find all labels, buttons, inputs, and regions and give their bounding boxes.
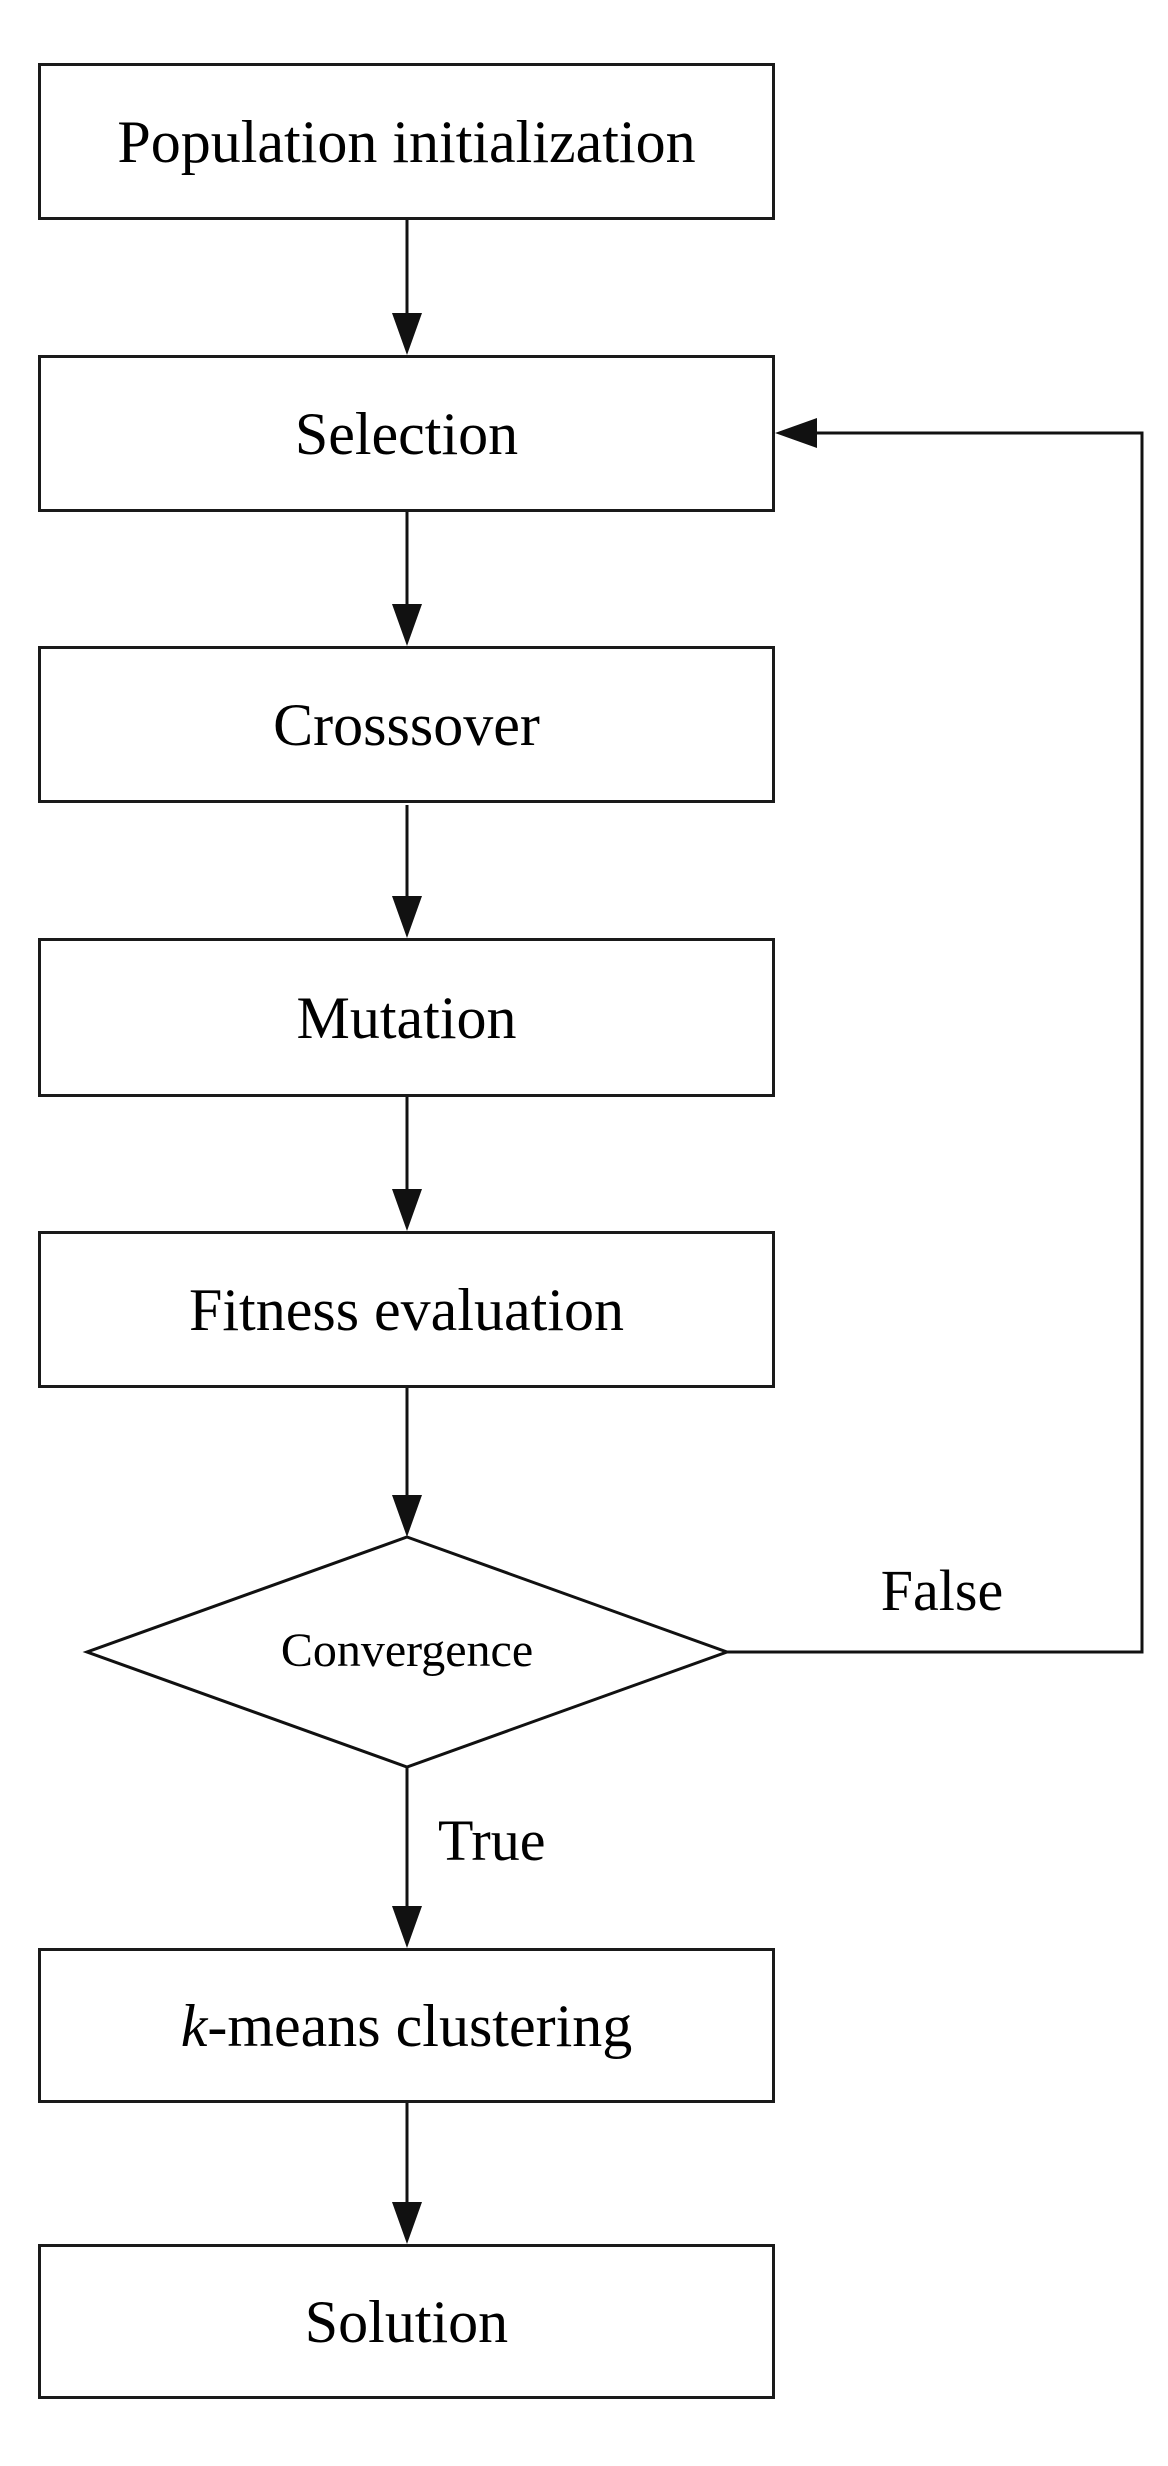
node-crossover: Crosssover: [38, 646, 775, 803]
node-mutation: Mutation: [38, 938, 775, 1097]
node-selection: Selection: [38, 355, 775, 512]
node-kmeans-clustering: k-means clustering: [38, 1948, 775, 2103]
node-label: -means clustering: [207, 1992, 633, 2059]
arrowhead-selection-crossover: [392, 604, 422, 646]
arrowhead-mutation-fitness: [392, 1189, 422, 1231]
node-label: Fitness evaluation: [189, 1276, 624, 1343]
node-label-italic-k: k: [180, 1992, 208, 2059]
true-branch-label: True: [438, 1808, 546, 1873]
false-branch-label: False: [880, 1558, 1004, 1623]
arrowhead-fitness-convergence: [392, 1495, 422, 1537]
node-convergence-label: Convergence: [280, 1624, 534, 1677]
arrowhead-population-selection: [392, 313, 422, 355]
node-label: Population initialization: [117, 108, 696, 175]
node-population-initialization: Population initialization: [38, 63, 775, 220]
arrowhead-false-selection: [775, 418, 817, 448]
node-solution: Solution: [38, 2244, 775, 2399]
node-label: Solution: [304, 2288, 509, 2355]
node-label: Selection: [294, 400, 519, 467]
node-fitness-evaluation: Fitness evaluation: [38, 1231, 775, 1388]
node-label: Crosssover: [273, 691, 540, 758]
arrowhead-crossover-mutation: [392, 896, 422, 938]
node-label: Mutation: [296, 984, 517, 1051]
arrowhead-kmeans-solution: [392, 2202, 422, 2244]
arrowhead-convergence-kmeans: [392, 1906, 422, 1948]
